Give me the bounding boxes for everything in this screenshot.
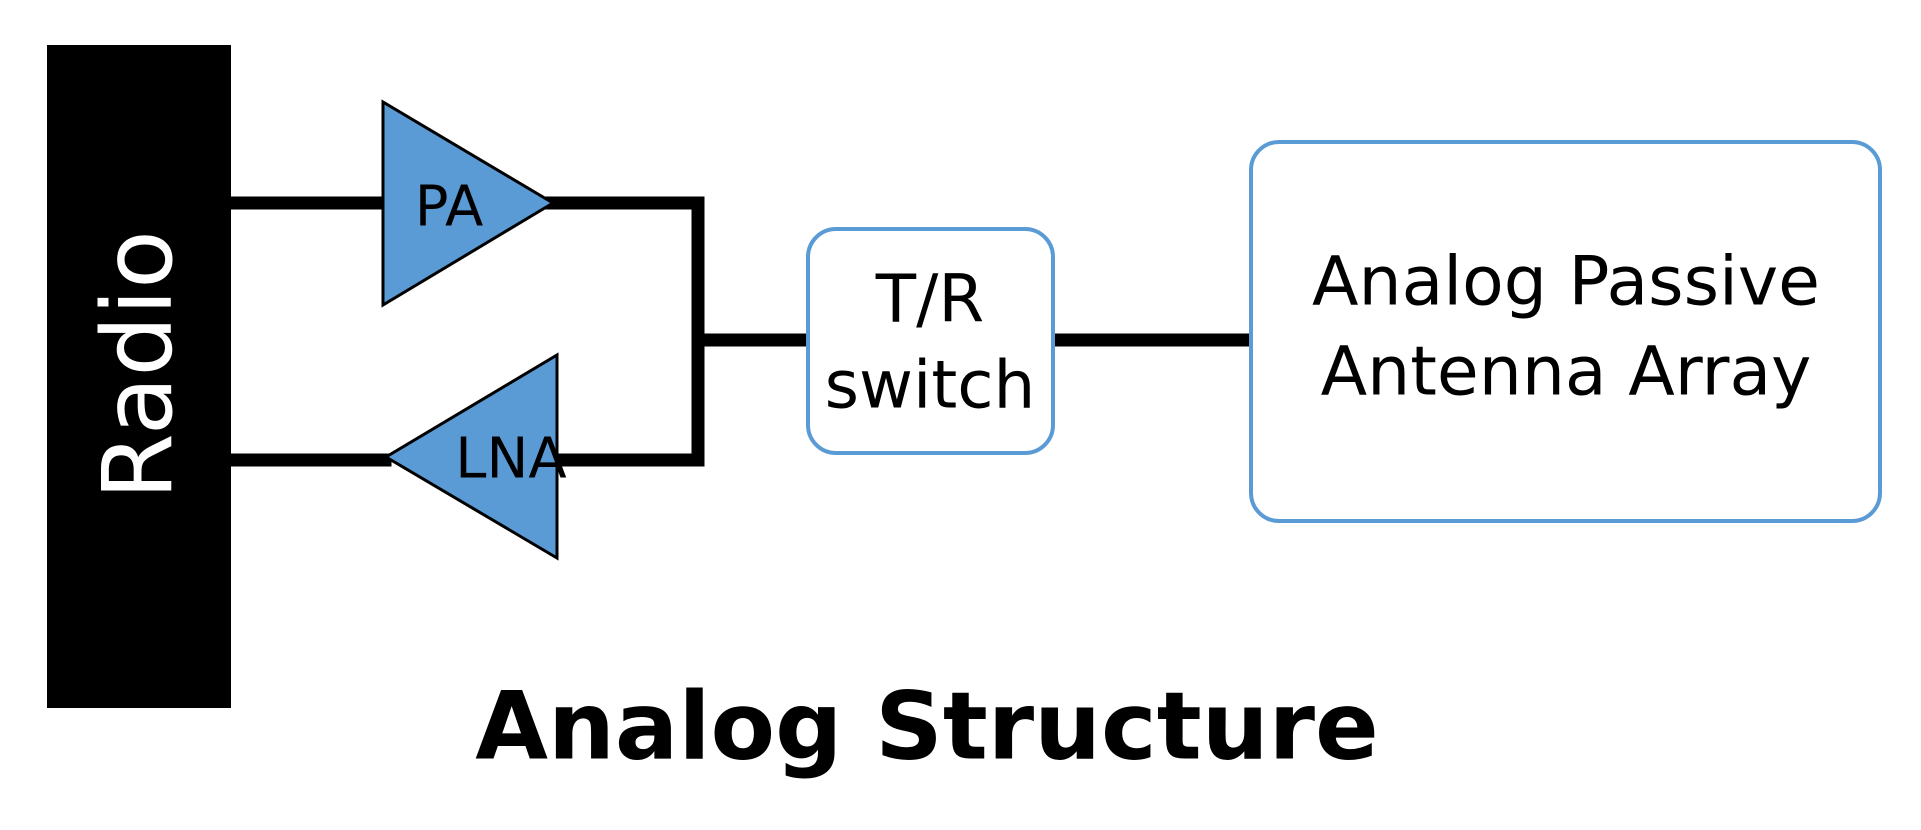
antenna-array-box xyxy=(1249,140,1882,523)
tr-switch: T/R switch xyxy=(806,227,1055,455)
lna-triangle xyxy=(383,352,559,561)
radio-rect xyxy=(47,45,231,708)
lna-amplifier: LNA xyxy=(383,352,567,561)
lna-label: LNA xyxy=(455,427,566,492)
radio-label: Radio xyxy=(82,230,194,500)
antenna-array-label-line1: Analog Passive xyxy=(1312,243,1820,322)
tr-switch-label-line1: T/R xyxy=(875,261,984,338)
radio-block: Radio xyxy=(47,45,231,708)
antenna-array: Analog Passive Antenna Array xyxy=(1249,140,1882,523)
pa-label: PA xyxy=(415,175,484,240)
pa-amplifier: PA xyxy=(381,99,556,308)
pa-triangle xyxy=(381,99,556,308)
connection-wires xyxy=(218,196,1257,467)
tr-switch-label-line2: switch xyxy=(825,347,1036,424)
wire-junction-to-lna xyxy=(549,333,705,467)
diagram-title: Analog Structure xyxy=(475,673,1379,782)
tr-switch-box xyxy=(806,227,1055,455)
wire-pa-to-junction xyxy=(541,196,705,347)
antenna-array-label-line2: Antenna Array xyxy=(1321,333,1812,412)
